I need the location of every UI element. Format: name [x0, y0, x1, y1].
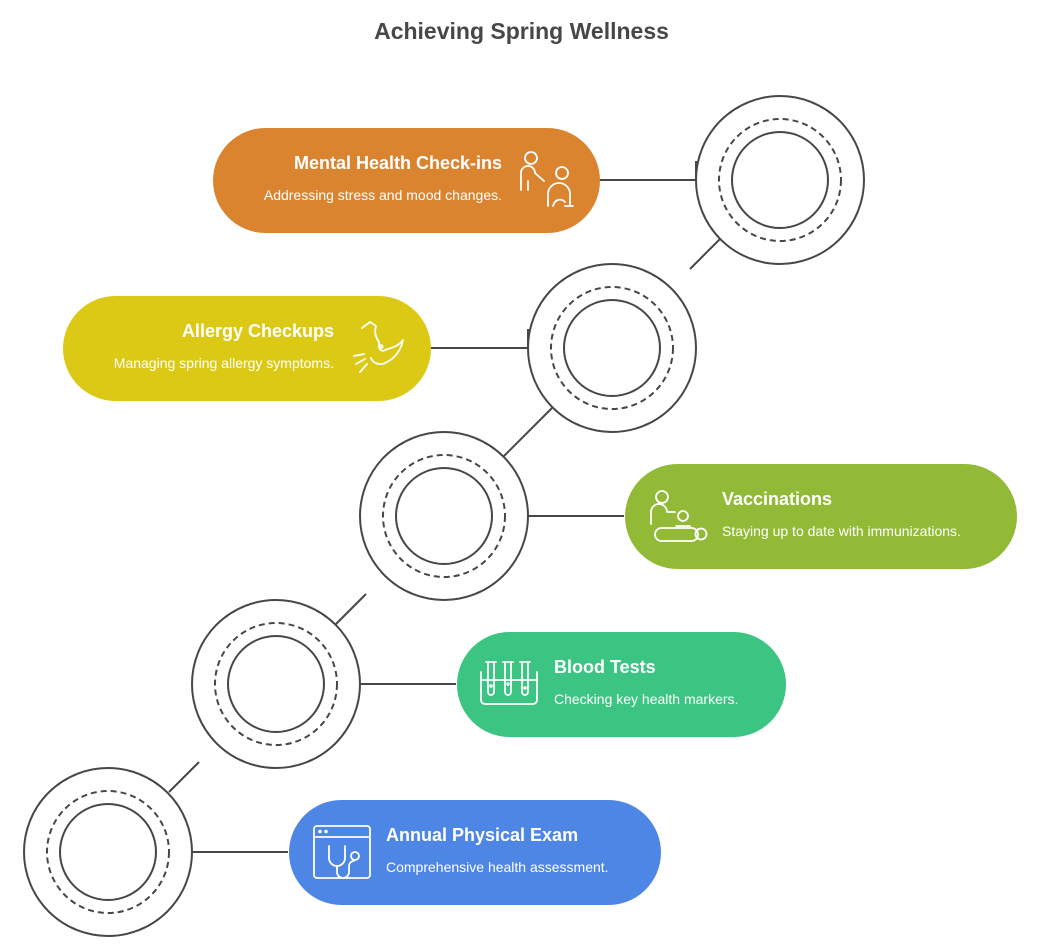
test-tubes-icon [480, 661, 538, 705]
connector-1-2 [168, 761, 200, 793]
page-title: Achieving Spring Wellness [374, 18, 669, 44]
step-allergy-description: Managing spring allergy symptoms. [114, 355, 334, 371]
ring-connectors [168, 238, 721, 793]
step-mental-health-description: Addressing stress and mood changes. [264, 187, 502, 203]
step-allergy-pill [63, 296, 431, 401]
step-mental-health-pill [213, 128, 600, 233]
step-blood-tests-title: Blood Tests [554, 657, 656, 677]
step-mental-health-title: Mental Health Check-ins [294, 153, 502, 173]
step-annual-physical-pill [289, 800, 661, 905]
vaccination-icon [650, 490, 708, 542]
connector-allergy [430, 329, 529, 349]
ring-2 [527, 263, 697, 433]
ring-1 [695, 95, 865, 265]
stethoscope-icon [313, 825, 371, 879]
pill-connectors [192, 161, 697, 853]
step-vaccinations-pill [625, 464, 1017, 569]
connector-3-4 [503, 407, 553, 457]
step-annual-physical-title: Annual Physical Exam [386, 825, 578, 845]
allergy-icon [353, 321, 404, 373]
connector-4-5 [689, 238, 721, 270]
ring-4 [191, 599, 361, 769]
ring-5 [23, 767, 193, 937]
step-mental-health: Mental Health Check-ins Addressing stres… [213, 128, 600, 233]
step-blood-tests-pill [457, 632, 786, 737]
step-vaccinations-title: Vaccinations [722, 489, 832, 509]
step-allergy: Allergy Checkups Managing spring allergy… [63, 296, 431, 401]
step-blood-tests: Blood Tests Checking key health markers. [457, 632, 786, 737]
connector-mental-health [600, 161, 697, 181]
connector-2-3 [335, 593, 367, 625]
step-vaccinations: Vaccinations Staying up to date with imm… [625, 464, 1017, 569]
ring-3 [359, 431, 529, 601]
mental-health-icon [520, 151, 574, 207]
step-annual-physical: Annual Physical Exam Comprehensive healt… [289, 800, 661, 905]
step-vaccinations-description: Staying up to date with immunizations. [722, 523, 961, 539]
step-allergy-title: Allergy Checkups [182, 321, 334, 341]
step-annual-physical-description: Comprehensive health assessment. [386, 859, 609, 875]
step-blood-tests-description: Checking key health markers. [554, 691, 738, 707]
